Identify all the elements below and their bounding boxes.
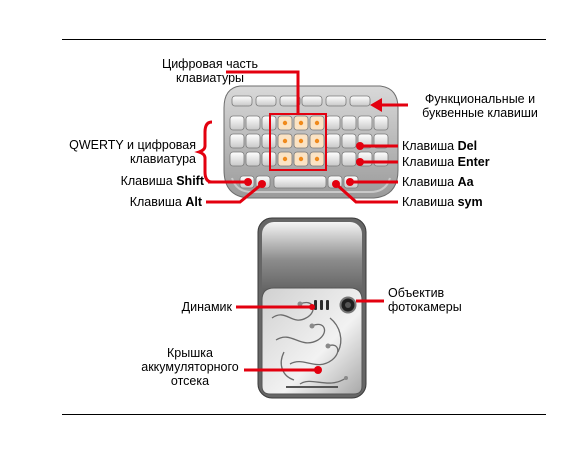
digit-key-mark (282, 138, 288, 144)
digit-key-mark (282, 120, 288, 126)
function-key (231, 95, 253, 107)
digit-key-mark (298, 138, 304, 144)
digit-key-mark (282, 156, 288, 162)
keyboard-key (229, 133, 245, 149)
digit-key-mark (298, 120, 304, 126)
label-qwerty-digit: QWERTY и цифровая клавиатура (69, 138, 196, 166)
keyboard-key (325, 133, 341, 149)
speaker-grille (314, 300, 329, 310)
callout-markers (244, 98, 382, 374)
digit-key-mark (298, 156, 304, 162)
label-alt-key: Клавиша Alt (129, 195, 202, 209)
function-key (301, 95, 323, 107)
function-key (325, 95, 347, 107)
keyboard-key (373, 115, 389, 131)
keyboard-key (245, 133, 261, 149)
label-digit-part: Цифровая часть клавиатуры (161, 57, 259, 85)
keyboard-key (357, 115, 373, 131)
keyboard-key (341, 133, 357, 149)
label-del-key: Клавиша Del (402, 139, 478, 153)
space-key (273, 175, 327, 189)
label-camera-lens: Объектив фотокамеры (388, 286, 462, 314)
bottom-rule (62, 414, 546, 415)
keyboard-key (341, 151, 357, 167)
function-key (349, 95, 371, 107)
keyboard-key (373, 151, 389, 167)
keyboard-key (229, 115, 245, 131)
keyboard-key (341, 115, 357, 131)
keyboard-key (245, 151, 261, 167)
top-rule (62, 39, 546, 40)
callouts (194, 70, 408, 372)
label-sym-key: Клавиша sym (402, 195, 483, 209)
label-speaker: Динамик (181, 300, 232, 314)
function-key (255, 95, 277, 107)
label-enter-key: Клавиша Enter (402, 155, 490, 169)
label-function-keys: Функциональные и буквенные клавиши (422, 92, 538, 120)
keyboard-key (325, 151, 341, 167)
digit-key-mark (314, 120, 320, 126)
keyboard-key (229, 151, 245, 167)
keyboard-key (325, 115, 341, 131)
function-key (279, 95, 301, 107)
digit-key-mark (314, 138, 320, 144)
keyboard-key (245, 115, 261, 131)
label-shift-key: Клавиша Shift (120, 174, 204, 188)
label-battery-cover: Крышка аккумуляторного отсека (141, 346, 239, 388)
label-aa-key: Клавиша Aa (402, 175, 474, 189)
digit-key-mark (314, 156, 320, 162)
